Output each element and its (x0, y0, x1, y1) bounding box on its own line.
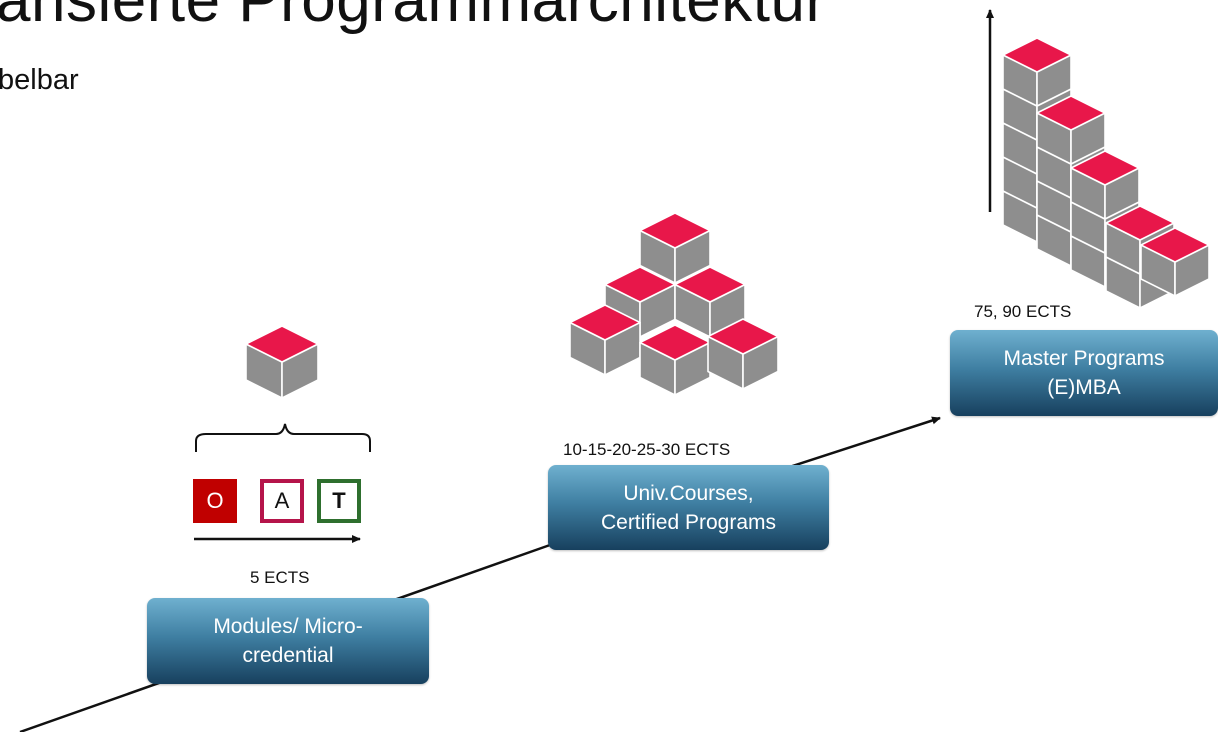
tier-modules-line2: credential (242, 644, 334, 667)
tier-courses-line1: Univ.Courses, (623, 481, 754, 505)
tier-master-box: Master Programs (E)MBA (950, 330, 1218, 416)
page-subtitle: belbar (0, 64, 79, 96)
oat-box-a: A (260, 479, 304, 523)
tier-master-ects: 75, 90 ECTS (974, 302, 1072, 321)
curly-brace (195, 423, 371, 452)
tier-courses-line2: Certified Programs (600, 510, 777, 534)
oat-letter-t: T (332, 488, 346, 513)
tier-modules-box: Modules/ Micro- credential (147, 598, 429, 684)
staircase-cube-2-0 (1070, 150, 1140, 220)
tier-courses-box: Univ.Courses, Certified Programs (548, 465, 829, 550)
tier-master-line1: Master Programs (1003, 347, 1165, 370)
tier-modules-line1: Modules/ Micro- (213, 615, 363, 638)
pyramid-cube-top (639, 212, 711, 284)
staircase-cube-4-0 (1140, 227, 1210, 297)
cube-groups (245, 37, 1210, 399)
oat-letter-a: A (274, 488, 290, 513)
pyramid-cube-low-center (639, 324, 711, 396)
oat-letter-o: O (206, 488, 224, 513)
staircase-cube-0-0 (1002, 37, 1072, 107)
single-cube-icon (245, 325, 319, 399)
tier-modules-ects: 5 ECTS (250, 568, 310, 587)
tier-courses-ects: 10-15-20-25-30 ECTS (563, 440, 731, 459)
pyramid-cube-low-right (707, 318, 779, 390)
page-title: ansierte Programmarchitektur (0, 0, 827, 35)
oat-box-t: T (317, 479, 361, 523)
tier-master-line2: (E)MBA (1047, 376, 1121, 399)
pyramid-cube-mid-left (604, 266, 676, 338)
staircase-cube-1-0 (1036, 95, 1106, 165)
oat-box-o: O (193, 479, 237, 523)
